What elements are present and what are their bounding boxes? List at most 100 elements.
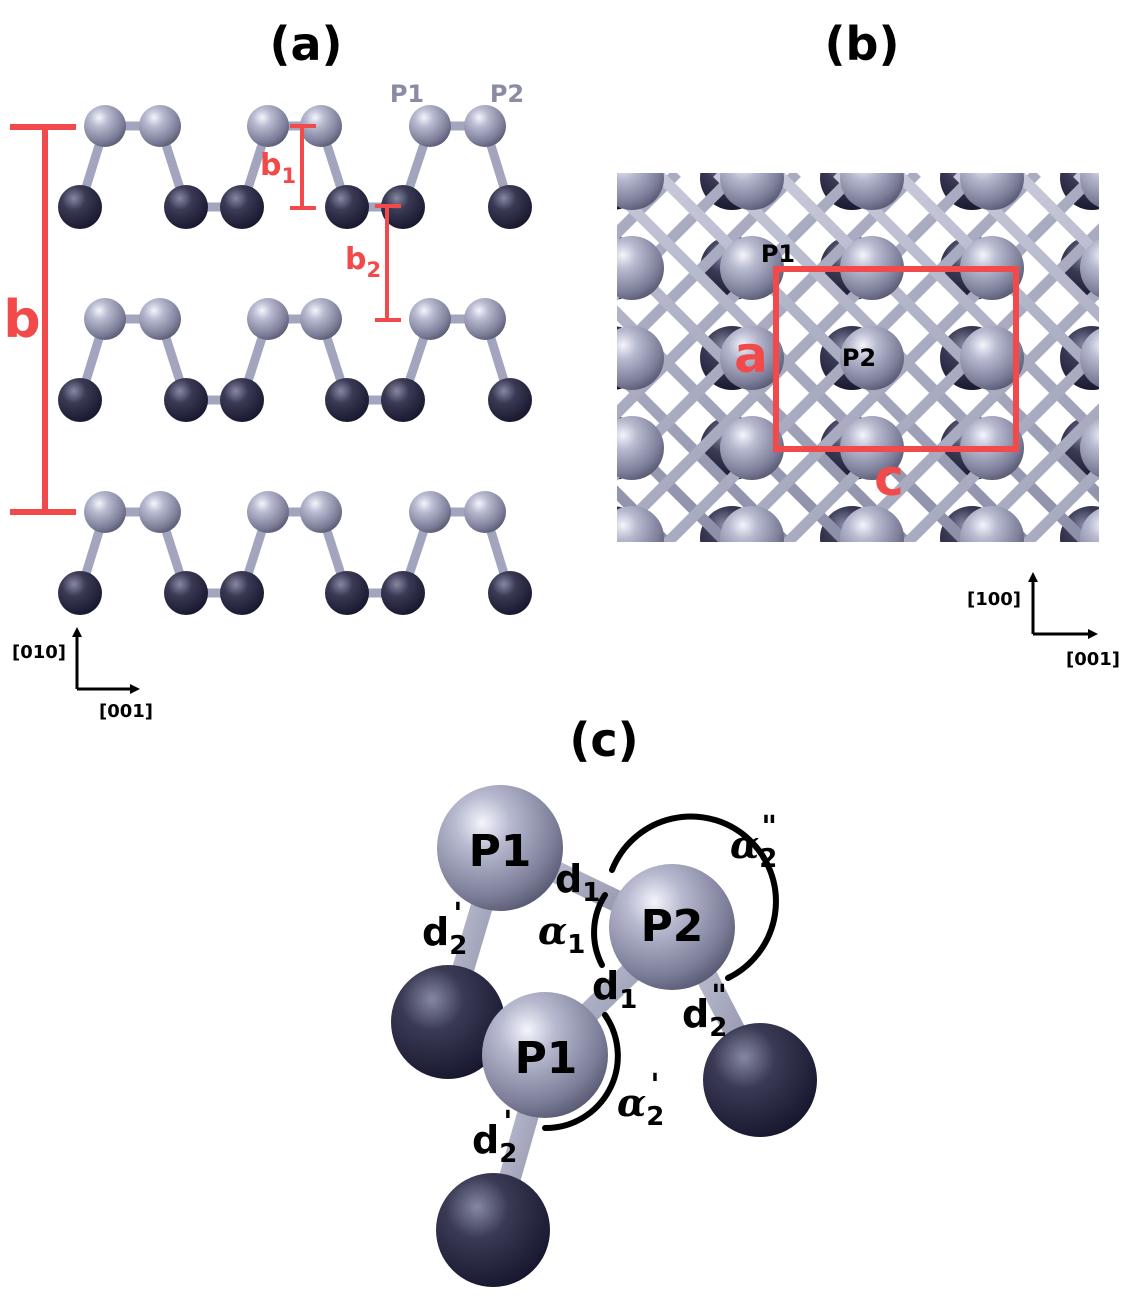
panel-a-label-p2: P2 — [490, 80, 524, 108]
b2-label: b2 — [345, 242, 381, 282]
lattice-bond — [617, 173, 801, 361]
panel-b-top-view: P1 P2 a c [100] [001] — [617, 173, 1120, 670]
bond-label-d1-lower: d1 — [592, 964, 637, 1015]
panel-b-label-p2: P2 — [842, 344, 876, 372]
panel-c-dark-atom-left — [391, 965, 505, 1079]
bond-label-d2-prime-upper: d2' — [422, 897, 467, 961]
upper-atom — [720, 416, 784, 480]
lower-atom — [325, 571, 369, 615]
lower-atom — [164, 185, 208, 229]
panel-a-axis-001: [001] — [99, 701, 153, 722]
upper-atom — [300, 105, 342, 147]
lattice-bond — [1013, 173, 1099, 263]
panel-c-label-p1-top: P1 — [469, 826, 532, 877]
b2-bracket — [375, 204, 401, 322]
upper-atom — [247, 491, 289, 533]
upper-atom — [720, 236, 784, 300]
panel-c-atom-p1-bottom — [482, 992, 608, 1118]
upper-atom — [617, 326, 664, 390]
lower-atom — [58, 378, 102, 422]
upper-atom — [464, 105, 506, 147]
upper-atom — [960, 506, 1024, 542]
lattice-b-label: b — [3, 290, 40, 350]
upper-atom — [247, 298, 289, 340]
panel-c-dark-atom-bottom — [436, 1173, 550, 1287]
lattice-bond — [1020, 463, 1099, 542]
upper-atom — [300, 298, 342, 340]
upper-atom — [840, 173, 904, 210]
upper-atom — [139, 298, 181, 340]
lattice-bond — [617, 173, 981, 541]
upper-atom — [840, 326, 904, 390]
panel-b-axis-100: [100] — [967, 589, 1021, 610]
alpha2-prime-arc — [542, 1012, 621, 1132]
lower-atom — [381, 571, 425, 615]
upper-atom — [139, 105, 181, 147]
upper-atom — [617, 173, 664, 210]
upper-atom — [464, 298, 506, 340]
upper-atom — [617, 236, 664, 300]
upper-atom — [409, 491, 451, 533]
upper-atom — [1080, 173, 1099, 208]
lattice-bond — [960, 403, 1099, 542]
lower-atom — [488, 571, 532, 615]
upper-atom — [409, 105, 451, 147]
cell-c-label: c — [874, 449, 904, 507]
upper-atom — [960, 173, 1024, 210]
panel-b-label-p1: P1 — [761, 240, 795, 268]
upper-atom — [617, 506, 664, 542]
angle-label-alpha2-prime: α2' — [617, 1068, 664, 1132]
upper-atom — [84, 491, 126, 533]
upper-atom — [1080, 508, 1099, 542]
lattice-bond — [953, 173, 1099, 323]
lower-atom — [381, 378, 425, 422]
lower-atom — [164, 571, 208, 615]
lower-atom — [220, 378, 264, 422]
panel-a-atoms — [58, 105, 532, 615]
panel-b-axes — [1028, 572, 1098, 639]
bond-label-d2-prime-lower: d2' — [472, 1105, 517, 1169]
lattice-bond — [720, 173, 1099, 542]
alpha1-arc — [591, 892, 608, 968]
lower-atom — [325, 185, 369, 229]
upper-atom — [960, 326, 1024, 390]
panel-c-bonding-geometry: P1 P2 P1 d1 d1 d2' d2' d2" α1 α2" α2' — [391, 785, 817, 1287]
b1-bracket — [290, 124, 316, 210]
panel-c-dark-atom-right — [703, 1023, 817, 1137]
panel-c-atom-p1-top — [437, 785, 563, 911]
panel-b-title: (b) — [825, 17, 900, 71]
lattice-bond — [617, 365, 794, 542]
upper-atom — [84, 105, 126, 147]
lower-atom — [220, 185, 264, 229]
upper-atom — [840, 506, 904, 542]
upper-atom — [300, 491, 342, 533]
upper-atom — [720, 326, 784, 390]
lower-atom — [488, 185, 532, 229]
angle-label-alpha1: α1 — [538, 908, 585, 960]
panel-a-axes — [72, 627, 140, 694]
upper-atom — [617, 416, 664, 480]
panel-c-label-p1-bottom: P1 — [515, 1033, 578, 1084]
panel-c-atom-p2 — [609, 864, 735, 990]
bond-label-d1-upper: d1 — [555, 857, 600, 908]
upper-atom — [1080, 238, 1099, 298]
upper-atom — [409, 298, 451, 340]
lattice-bond — [617, 173, 741, 301]
alpha2-double-prime-arc — [609, 813, 779, 981]
upper-atom — [247, 105, 289, 147]
panel-a-side-view: P1 P2 b b1 b2 [010] [ — [3, 80, 532, 722]
lower-atom — [164, 378, 208, 422]
angle-arcs — [542, 813, 779, 1132]
panel-b-axis-001: [001] — [1066, 649, 1120, 670]
lower-atom — [381, 185, 425, 229]
panel-a-axis-010: [010] — [12, 642, 66, 663]
panel-c-label-p2: P2 — [641, 901, 704, 952]
upper-atom — [464, 491, 506, 533]
panel-a-title: (a) — [269, 17, 342, 71]
lower-atom — [58, 571, 102, 615]
upper-atom — [1080, 328, 1099, 388]
upper-atom — [720, 173, 784, 210]
b1-label: b1 — [260, 148, 296, 188]
lower-atom — [325, 378, 369, 422]
